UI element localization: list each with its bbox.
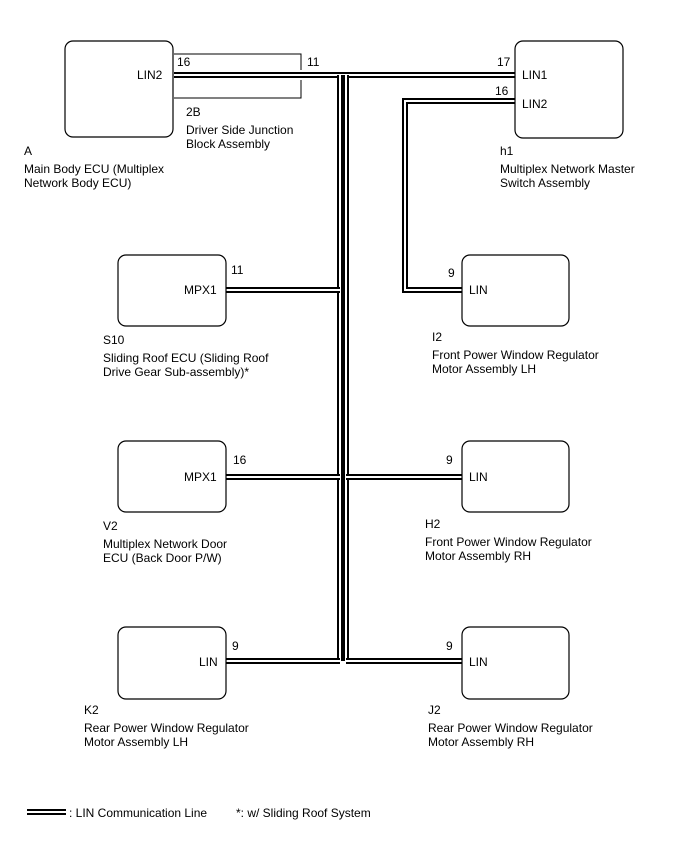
master-switch-port-2: LIN2 <box>522 97 548 111</box>
sliding-roof-ecu-name-2: Drive Gear Sub-assembly)* <box>103 365 249 379</box>
rear-lh-motor-name-1: Rear Power Window Regulator <box>84 721 249 735</box>
lin-wires <box>174 72 515 664</box>
door-ecu-box <box>117 440 227 513</box>
main-body-ecu-name-2: Network Body ECU) <box>24 176 131 190</box>
main-body-ecu-box <box>64 40 174 138</box>
sliding-roof-ecu-name-1: Sliding Roof ECU (Sliding Roof <box>103 351 269 365</box>
master-switch-pin-1: 17 <box>497 55 511 69</box>
master-switch-code: h1 <box>500 144 514 158</box>
door-ecu-name-1: Multiplex Network Door <box>103 537 227 551</box>
front-lh-motor-code: I2 <box>432 330 442 344</box>
front-lh-motor-box <box>461 254 570 327</box>
front-rh-motor-name-1: Front Power Window Regulator <box>425 535 592 549</box>
junction-block-name-1: Driver Side Junction <box>186 123 293 137</box>
sliding-roof-ecu-box <box>117 254 227 327</box>
sliding-roof-ecu-pin: 11 <box>231 263 244 277</box>
rear-rh-motor-pin: 9 <box>446 639 453 653</box>
sliding-roof-ecu-code: S10 <box>103 333 125 347</box>
door-ecu-code: V2 <box>103 519 118 533</box>
main-body-ecu-port: LIN2 <box>137 68 163 82</box>
main-body-ecu-code: A <box>24 144 32 158</box>
rear-lh-motor-name-2: Motor Assembly LH <box>84 735 188 749</box>
sliding-roof-ecu-port: MPX1 <box>184 283 217 297</box>
main-body-ecu-name-1: Main Body ECU (Multiplex <box>24 162 164 176</box>
front-rh-motor-name-2: Motor Assembly RH <box>425 549 531 563</box>
front-rh-motor-pin: 9 <box>446 453 453 467</box>
front-rh-motor-box <box>461 440 570 513</box>
rear-lh-motor-port: LIN <box>199 655 218 669</box>
junction-block-pin: 11 <box>307 55 320 69</box>
rear-lh-motor-pin: 9 <box>232 639 239 653</box>
master-switch-name-1: Multiplex Network Master <box>500 162 635 176</box>
rear-rh-motor-box <box>461 626 570 700</box>
door-ecu-port: MPX1 <box>184 470 217 484</box>
front-lh-motor-port: LIN <box>469 283 488 297</box>
master-switch-pin-2: 16 <box>495 84 509 98</box>
legend: : LIN Communication Line *: w/ Sliding R… <box>27 806 371 820</box>
rear-rh-motor-name-1: Rear Power Window Regulator <box>428 721 593 735</box>
front-rh-motor-code: H2 <box>425 517 441 531</box>
front-lh-motor-name-1: Front Power Window Regulator <box>432 348 599 362</box>
front-rh-motor-port: LIN <box>469 470 488 484</box>
rear-rh-motor-code: J2 <box>428 703 441 717</box>
junction-block-outline-top <box>174 53 302 70</box>
master-switch-port-1: LIN1 <box>522 68 548 82</box>
front-lh-motor-pin: 9 <box>448 266 455 280</box>
junction-block-outline-bottom <box>174 80 302 99</box>
rear-rh-motor-port: LIN <box>469 655 488 669</box>
door-ecu-name-2: ECU (Back Door P/W) <box>103 551 222 565</box>
door-ecu-pin: 16 <box>233 453 247 467</box>
master-switch-name-2: Switch Assembly <box>500 176 590 190</box>
master-switch-box <box>514 40 624 139</box>
legend-note: *: w/ Sliding Roof System <box>236 806 371 820</box>
rear-lh-motor-box <box>117 626 227 700</box>
main-body-ecu-pin: 16 <box>177 55 191 69</box>
legend-line-label: : LIN Communication Line <box>69 806 207 820</box>
junction-block-name-2: Block Assembly <box>186 137 270 151</box>
rear-lh-motor-code: K2 <box>84 703 99 717</box>
junction-block-code: 2B <box>186 105 201 119</box>
rear-rh-motor-name-2: Motor Assembly RH <box>428 735 534 749</box>
front-lh-motor-name-2: Motor Assembly LH <box>432 362 536 376</box>
